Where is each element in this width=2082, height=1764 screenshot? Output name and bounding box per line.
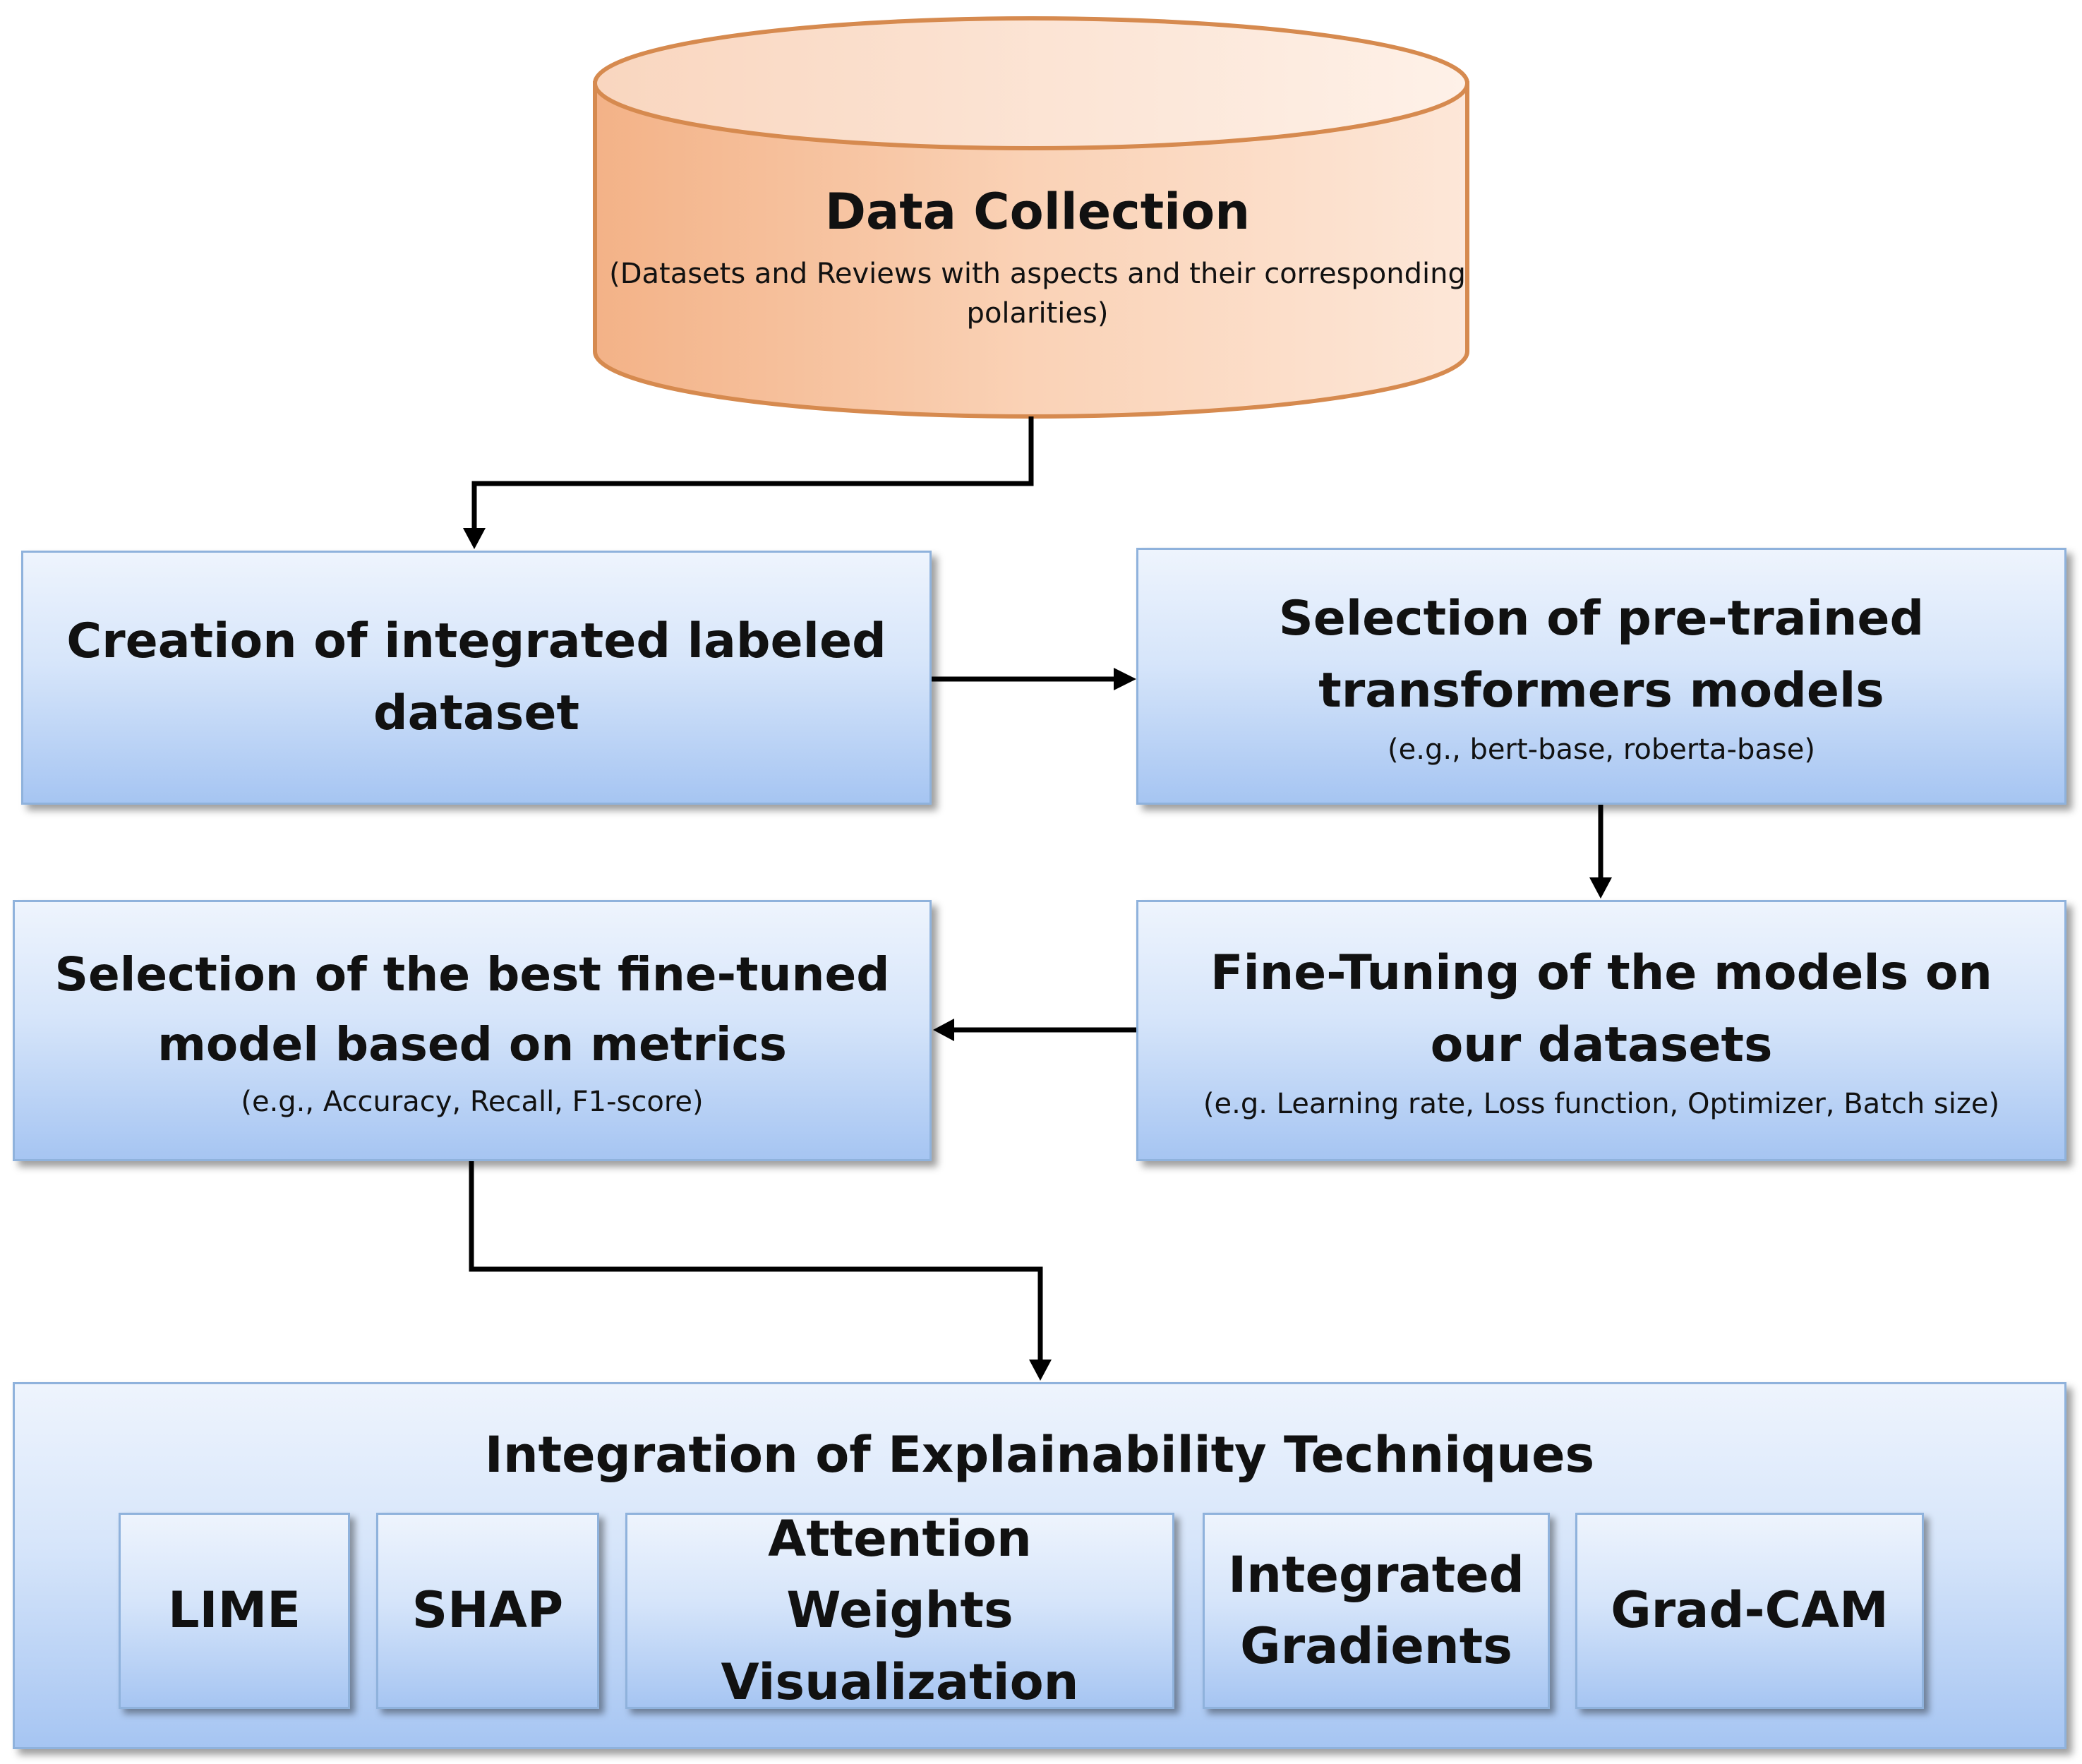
arrowhead-to-best (933, 1019, 954, 1041)
data-collection-title: Data Collection (824, 183, 1251, 241)
technique-attention-weights-visualization: Attention Weights Visualization (625, 1510, 1174, 1711)
database-cylinder (593, 16, 1469, 419)
model-selection-step-note: (e.g., bert-base, roberta-base) (1388, 733, 1815, 766)
cylinder-body (593, 81, 1469, 419)
creation-step-box: Creation of integrated labeled dataset (21, 551, 932, 805)
fine-tuning-step-title: Fine-Tuning of the models on our dataset… (1210, 945, 1992, 1073)
technique-integrated-gradients: Integrated Gradients (1203, 1513, 1550, 1709)
technique-shap: SHAP (376, 1513, 599, 1709)
arrowhead-to-finetuning (1589, 877, 1612, 899)
technique-grad-cam: Grad-CAM (1575, 1513, 1924, 1709)
connector-best-to-explainability (469, 1161, 1043, 1360)
best-model-step-box: Selection of the best fine-tuned model b… (13, 900, 932, 1161)
arrowhead-to-selection (1114, 668, 1136, 690)
best-model-step-title: Selection of the best fine-tuned model b… (54, 947, 890, 1072)
data-collection-note: (Datasets and Reviews with aspects and t… (609, 258, 1466, 330)
arrowhead-to-explainability (1029, 1360, 1052, 1381)
best-model-step-note: (e.g., Accuracy, Recall, F1-score) (241, 1086, 704, 1118)
explainability-step-title: Integration of Explainability Techniques (484, 1426, 1595, 1484)
fine-tuning-step-box: Fine-Tuning of the models on our dataset… (1136, 900, 2066, 1161)
fine-tuning-step-note: (e.g. Learning rate, Loss function, Opti… (1203, 1088, 2000, 1120)
arrowhead-to-creation (463, 528, 486, 549)
connector-collection-to-creation (471, 416, 1034, 528)
creation-step-title: Creation of integrated labeled dataset (66, 613, 886, 741)
cylinder-top (593, 16, 1469, 150)
model-selection-step-title: Selection of pre-trained transformers mo… (1278, 591, 1925, 719)
model-selection-step-box: Selection of pre-trained transformers mo… (1136, 548, 2066, 805)
technique-lime: LIME (119, 1513, 350, 1709)
data-collection-label: Data Collection (Datasets and Reviews wi… (607, 180, 1468, 356)
